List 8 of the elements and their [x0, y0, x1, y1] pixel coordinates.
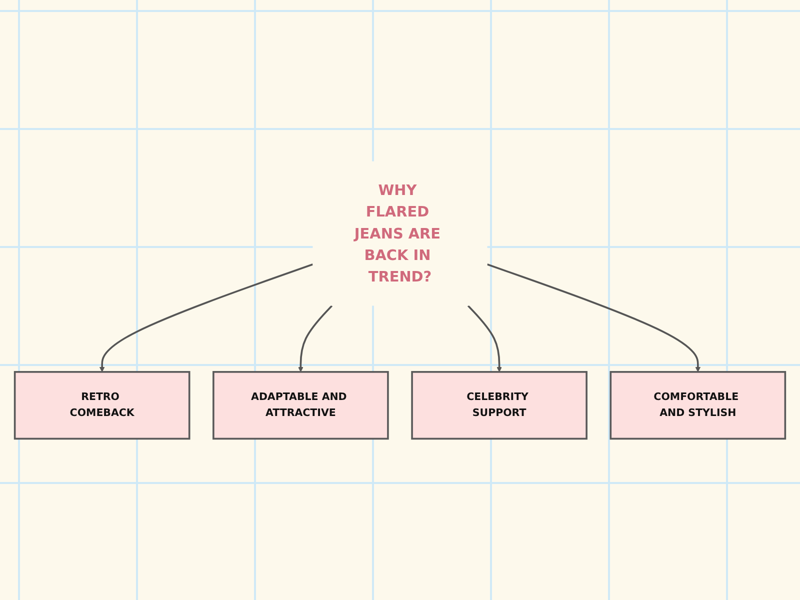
node-box: CELEBRITY SUPPORT — [411, 371, 588, 440]
node-box: RETRO COMEBACK — [14, 371, 190, 440]
arrow — [298, 305, 333, 372]
arrow — [99, 264, 314, 372]
node-box: COMFORTABLE AND STYLISH — [610, 371, 786, 440]
arrow — [467, 305, 502, 372]
node-box: ADAPTABLE AND ATTRACTIVE — [212, 371, 389, 440]
arrow — [486, 264, 701, 372]
